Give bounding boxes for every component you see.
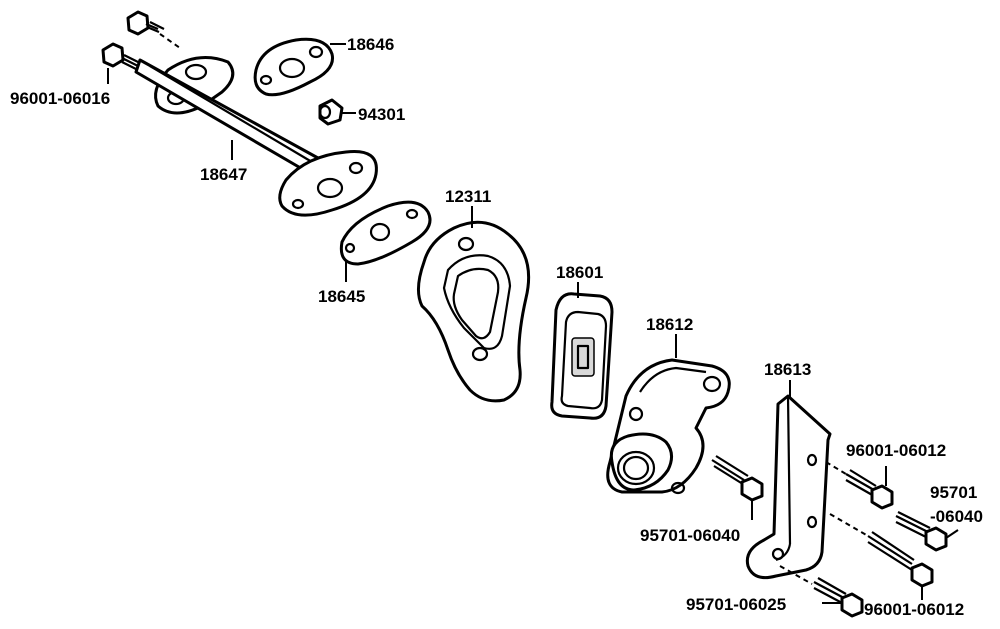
callout-96001-06012-upper: 96001-06012 xyxy=(846,441,946,460)
callout-18647: 18647 xyxy=(200,165,247,184)
callout-94301: 94301 xyxy=(358,105,405,124)
callout-06040: -06040 xyxy=(930,507,983,526)
callout-18646: 18646 xyxy=(347,35,394,54)
callout-18601: 18601 xyxy=(556,263,603,282)
thermostat-element-18601 xyxy=(550,292,614,420)
callout-95701: 95701 xyxy=(930,483,977,502)
bolt-95701-06025 xyxy=(779,565,864,618)
bolt-95701-06040-cover xyxy=(711,455,764,502)
callout-18613: 18613 xyxy=(764,360,811,379)
dowel-94301 xyxy=(318,98,344,126)
housing-12311 xyxy=(417,220,531,403)
callout-18612: 18612 xyxy=(646,315,693,334)
callout-96001-06016: 96001-06016 xyxy=(10,89,110,108)
callout-96001-06012-lower: 96001-06012 xyxy=(864,600,964,619)
callout-12311: 12311 xyxy=(445,187,491,206)
gasket-18646 xyxy=(253,37,335,97)
bolt-95701-06040-right xyxy=(895,511,948,552)
gasket-18645 xyxy=(339,200,432,266)
callout-95701-06025: 95701-06025 xyxy=(686,595,786,614)
thermostat-cover-18612 xyxy=(606,358,731,495)
leader-95701-06040-right xyxy=(945,529,959,539)
bracket-18613 xyxy=(745,394,832,580)
pipe-18647 xyxy=(134,56,378,217)
bolt-96001-06012-upper xyxy=(825,461,894,510)
callout-18645: 18645 xyxy=(318,287,365,306)
bolt-96001-06012-lower xyxy=(829,513,934,588)
callout-95701-06040: 95701-06040 xyxy=(640,526,740,545)
bolt-96001-06016-upper xyxy=(126,10,181,49)
